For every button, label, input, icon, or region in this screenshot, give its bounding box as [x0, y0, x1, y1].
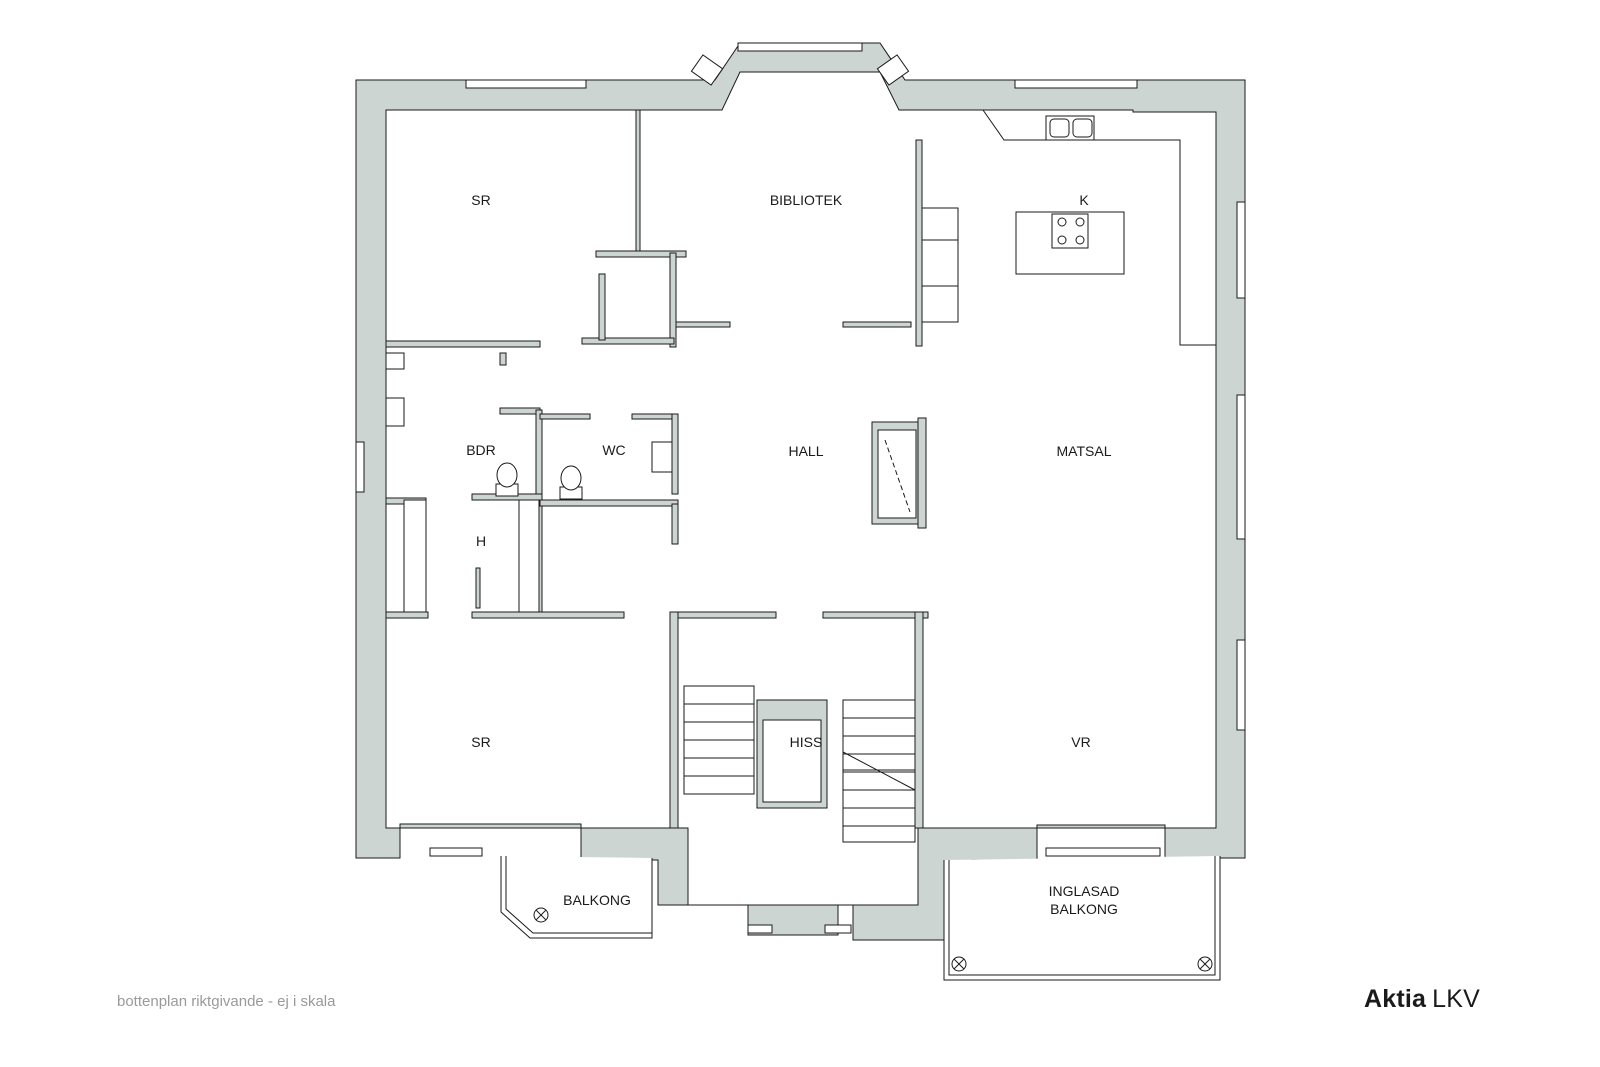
label-balkong: BALKONG — [563, 892, 631, 908]
window-kitchen — [1014, 79, 1138, 89]
window-bay-right — [876, 54, 910, 86]
window-entry-right — [824, 924, 852, 934]
window-east-1 — [1236, 201, 1246, 299]
wc-toilet — [560, 465, 582, 491]
label-vr: VR — [1071, 734, 1090, 750]
bdr-toilet — [496, 462, 518, 488]
label-hiss: HISS — [790, 734, 823, 750]
bdr-sink — [385, 397, 405, 427]
wc-sink — [651, 441, 673, 473]
label-kitchen: K — [1079, 192, 1089, 208]
inglasad-balkong-outline — [943, 856, 1221, 981]
label-bibliotek: BIBLIOTEK — [770, 192, 843, 208]
window-entry-left — [747, 924, 773, 934]
brand-suffix: LKV — [1432, 985, 1480, 1013]
window-bay-center — [737, 42, 863, 52]
label-bdr: BDR — [466, 442, 496, 458]
label-hall: HALL — [788, 443, 823, 459]
label-sr-top: SR — [471, 192, 490, 208]
room-labels: SR BIBLIOTEK K BDR WC HALL MATSAL H SR H… — [466, 192, 1119, 917]
interior-walls — [385, 109, 1217, 829]
window-west — [355, 441, 365, 493]
label-wc: WC — [602, 442, 625, 458]
fixtures — [385, 115, 1125, 500]
plan-caption: bottenplan riktgivande - ej i skala — [117, 993, 336, 1010]
label-inglasad-line1: INGLASAD — [1049, 883, 1120, 899]
window-vr — [1045, 847, 1161, 857]
label-inglasad-line2: BALKONG — [1050, 901, 1118, 917]
windows — [355, 42, 1246, 934]
window-east-3 — [1236, 639, 1246, 731]
label-h: H — [476, 533, 486, 549]
balconies — [500, 856, 1221, 981]
window-bay-left — [690, 54, 724, 86]
window-east-2 — [1236, 394, 1246, 540]
brand-name: Aktia — [1364, 985, 1427, 1013]
window-sr-bottom — [429, 847, 483, 857]
label-matsal: MATSAL — [1057, 443, 1112, 459]
stairs — [683, 685, 916, 843]
label-sr-bottom: SR — [471, 734, 490, 750]
window-sr-top — [465, 79, 587, 89]
